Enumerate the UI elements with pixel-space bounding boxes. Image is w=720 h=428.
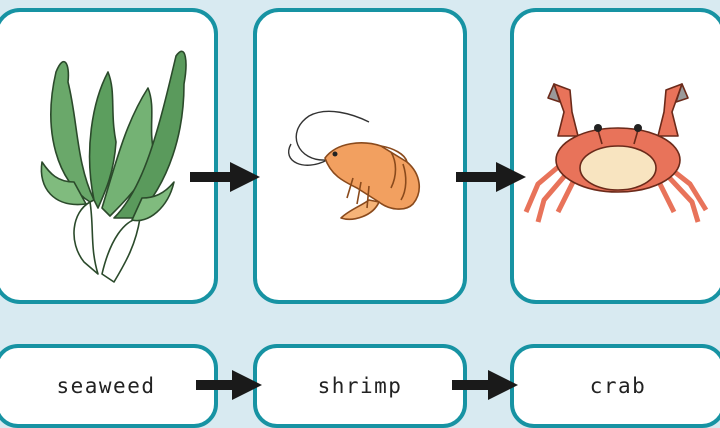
crab-label: crab xyxy=(510,344,720,428)
seaweed-illustration xyxy=(0,12,214,300)
arrow-right-icon xyxy=(190,162,260,192)
shrimp-label: shrimp xyxy=(253,344,467,428)
seaweed-label: seaweed xyxy=(0,344,218,428)
crab-illustration xyxy=(514,12,720,300)
crab-card xyxy=(510,8,720,304)
arrow-right-icon xyxy=(196,370,262,400)
arrow-right-icon xyxy=(452,370,518,400)
seaweed-card xyxy=(0,8,218,304)
shrimp-card xyxy=(253,8,467,304)
arrow-right-icon xyxy=(456,162,526,192)
shrimp-illustration xyxy=(257,12,463,300)
